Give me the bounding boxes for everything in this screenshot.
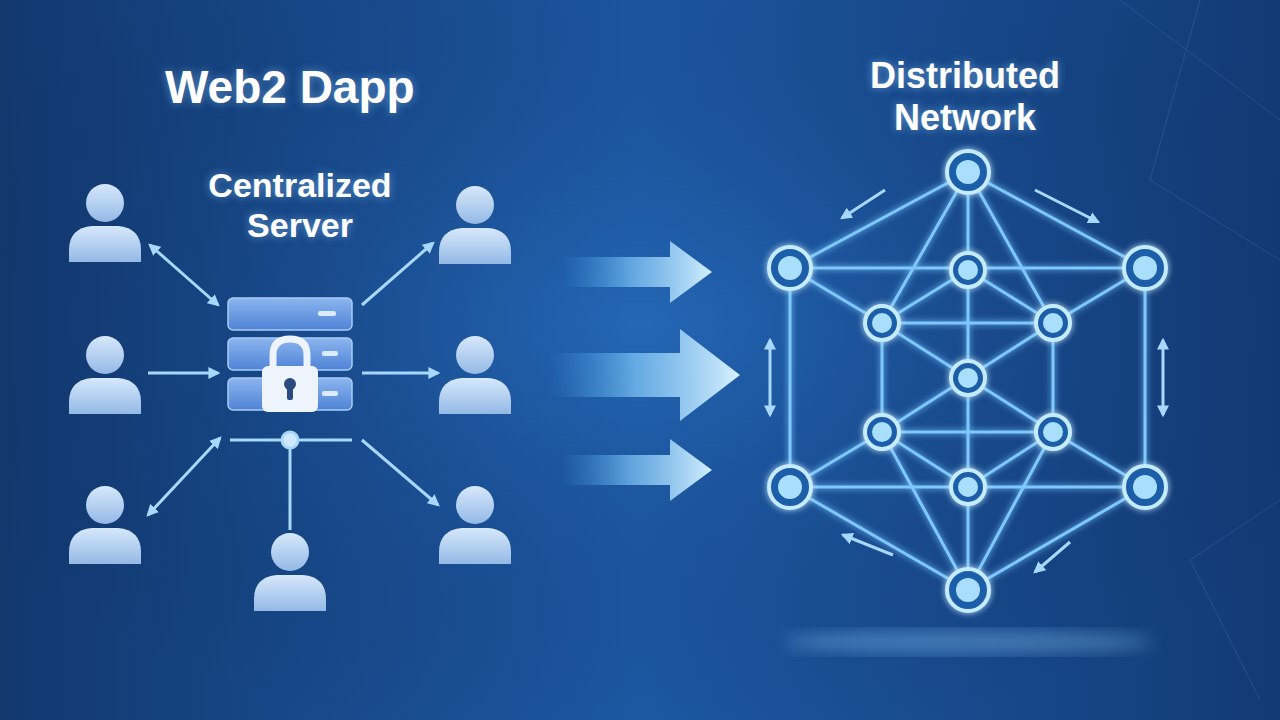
network-node [1124,247,1166,289]
lock-shackle [273,339,307,368]
network-node [865,306,899,340]
user-head [271,533,309,571]
user-arrow [148,372,218,375]
user-head [456,186,494,224]
network-node [769,247,811,289]
flow-arrow-small [769,340,772,415]
user-body [254,575,326,611]
network-node [951,470,985,504]
server-slab [228,338,352,370]
node-core [958,477,978,497]
user-arrow [362,440,438,505]
node-core [1043,422,1063,442]
node-group: Distributed Network [740,55,1190,695]
user-arrow [150,245,218,305]
flow-arrow-small [842,190,885,218]
network-node [951,253,985,287]
user-head [86,184,124,222]
server-light [322,391,338,396]
server-icon [228,298,352,412]
user-arrow [362,243,433,305]
flow-arrow [550,329,740,421]
user-arrow [362,372,438,375]
node-core [958,368,978,388]
decor-line [1150,0,1200,180]
users [69,184,511,611]
user-body [69,528,141,564]
user-head [86,486,124,524]
network-node [947,151,989,193]
user-head [456,336,494,374]
network-node [1124,466,1166,508]
lock-body [262,366,318,412]
decor-lines [1120,0,1280,700]
node-core [1043,313,1063,333]
decor-line [1120,0,1280,120]
mesh-line [882,323,1053,432]
network-node [1036,415,1070,449]
lock-keyhole [287,387,293,400]
node-core [778,256,802,280]
network-node [951,361,985,395]
flow-arrow [562,241,712,303]
server-light [322,351,338,356]
network-node [769,466,811,508]
network-node [865,415,899,449]
diagram-title: Web2 Dapp [165,60,485,114]
node-heading: Centralized Server [180,165,420,245]
user-body [439,228,511,264]
user-body [69,378,141,414]
user-body [439,528,511,564]
mesh-line [789,268,792,487]
node-core [1133,256,1157,280]
user-body [69,226,141,262]
mesh-line [882,432,968,590]
decor-line [1190,560,1260,700]
node-core [1133,475,1157,499]
decor-line [1190,500,1280,560]
mesh-line [882,323,1053,432]
node-core [872,422,892,442]
node-core [872,313,892,333]
bus-line [289,440,292,530]
decor-line [1150,180,1280,260]
server-light [318,311,336,316]
flow-arrow-small [1035,190,1098,222]
mesh-line [882,172,968,323]
user-arrows [148,243,438,530]
flow-arrow-small [843,535,893,555]
network-mesh [790,172,1145,590]
node-heading: Distributed Network [845,55,1085,139]
user-arrow [148,438,220,515]
flow-arrow [562,439,712,501]
user-head [456,486,494,524]
edge-group [550,329,740,421]
network-flow-arrows [770,190,1163,572]
network-nodes [769,151,1166,611]
user-head [86,336,124,374]
bus-joint [282,432,298,448]
flow-arrow-small [1162,340,1165,415]
mesh-line [1144,268,1147,487]
node-core [778,475,802,499]
flow-arrow-small [1035,542,1070,572]
server-slab [228,298,352,330]
network-node [947,569,989,611]
node-core [956,160,980,184]
node-group: Centralized Server [50,140,550,610]
node-core [958,260,978,280]
node-core [956,578,980,602]
network-node [1036,306,1070,340]
mesh-line [968,172,1053,323]
network-glow [783,630,1153,654]
network-node-cores [778,160,1157,602]
user-body [439,378,511,414]
